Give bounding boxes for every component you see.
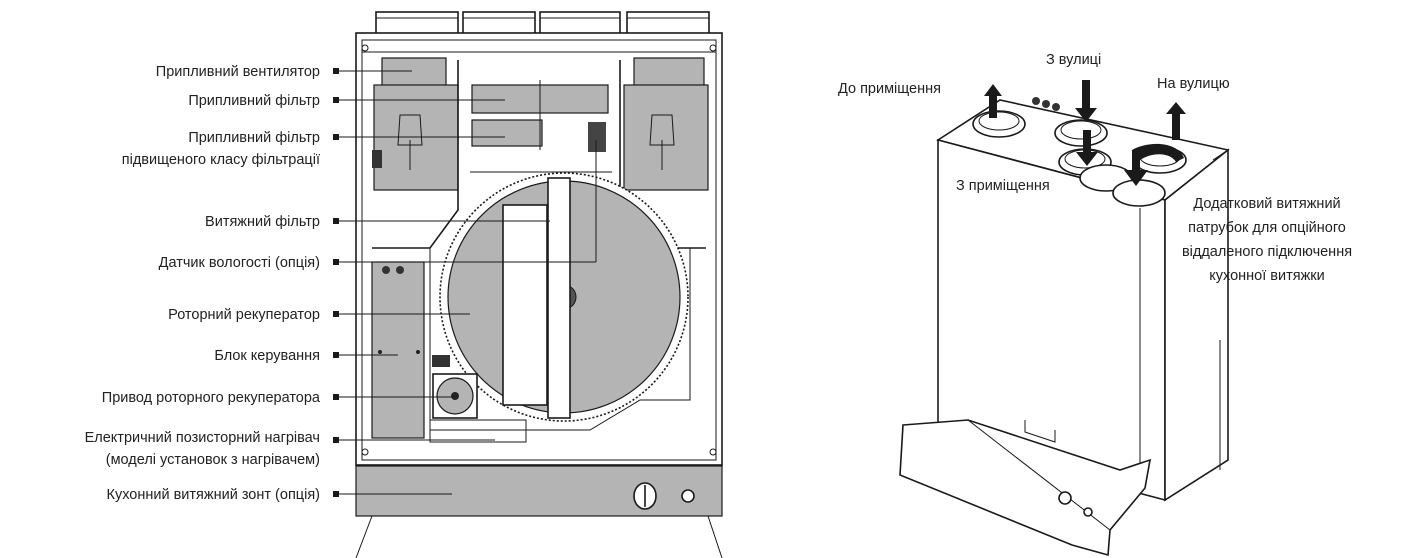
- flow-labels: До приміщення З вулиці На вулицю З примі…: [838, 52, 1230, 194]
- label-rotary-recuperator: Роторний рекуператор: [168, 307, 320, 323]
- label-supply-filter: Припливний фільтр: [188, 93, 320, 109]
- supply-fan: [372, 57, 459, 191]
- control-block: [371, 261, 425, 439]
- arrow-extra-exhaust-icon: [1124, 143, 1184, 186]
- unit-front-view: [355, 11, 723, 558]
- label-exhaust-filter: Витяжний фільтр: [205, 214, 320, 230]
- label-to-room: До приміщення: [838, 81, 941, 97]
- kitchen-hood: [355, 465, 723, 558]
- label-supply-fan: Припливний вентилятор: [156, 64, 320, 80]
- airflow-arrows: [984, 80, 1186, 186]
- component-labels: Припливний вентилятор Припливний фільтр …: [85, 64, 321, 503]
- arrow-to-room-icon: [984, 84, 1002, 118]
- exhaust-fan: [623, 57, 709, 191]
- extra-exhaust-label: Додатковий витяжний патрубок для опційно…: [1182, 196, 1352, 284]
- rotary-recuperator: [439, 172, 689, 422]
- label-from-room: З приміщення: [956, 178, 1050, 194]
- label-extra-line1: Додатковий витяжний: [1193, 196, 1340, 212]
- label-heater-line2: (моделі установок з нагрівачем): [106, 452, 320, 468]
- leader-lines: [336, 70, 597, 495]
- label-from-street: З вулиці: [1046, 52, 1101, 68]
- unit-isometric-view: [899, 80, 1230, 557]
- supply-filters: [471, 80, 609, 152]
- label-hepa-filter-line2: підвищеного класу фільтрації: [122, 152, 320, 168]
- label-extra-line4: кухонної витяжки: [1209, 268, 1324, 284]
- arrow-to-street-icon: [1166, 102, 1186, 140]
- top-spigots: [375, 11, 710, 35]
- label-kitchen-hood: Кухонний витяжний зонт (опція): [107, 487, 321, 503]
- label-hepa-filter-line1: Припливний фільтр: [188, 130, 320, 146]
- iso-kitchen-hood: [899, 419, 1152, 557]
- rotor-drive: [432, 355, 478, 419]
- label-extra-line2: патрубок для опційного: [1188, 220, 1346, 236]
- label-rotor-drive: Привод роторного рекуператора: [102, 390, 321, 406]
- label-humidity-sensor: Датчик вологості (опція): [159, 255, 320, 271]
- label-control-block: Блок керування: [214, 348, 320, 364]
- leader-markers: [333, 68, 339, 497]
- label-to-street: На вулицю: [1157, 76, 1230, 92]
- label-extra-line3: віддаленого підключення: [1182, 244, 1352, 260]
- arrow-from-room-icon: [1076, 130, 1098, 166]
- label-heater-line1: Електричний позисторний нагрівач: [85, 430, 320, 446]
- arrow-from-street-icon: [1075, 80, 1097, 122]
